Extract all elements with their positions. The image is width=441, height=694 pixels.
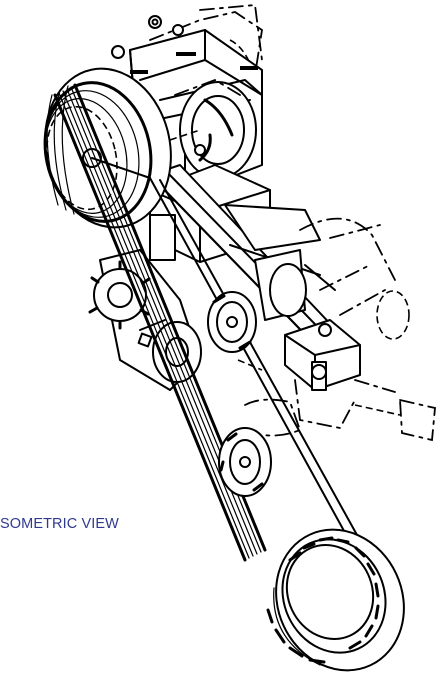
- idler-pulley: [207, 291, 257, 353]
- sprocket-assembly: [88, 249, 202, 391]
- driven-pulley: [266, 528, 405, 672]
- view-caption: SOMETRIC VIEW: [0, 516, 119, 532]
- mounting-arm: [149, 164, 436, 442]
- upper-housing: [111, 4, 271, 218]
- tensioner-pulley: [218, 427, 272, 497]
